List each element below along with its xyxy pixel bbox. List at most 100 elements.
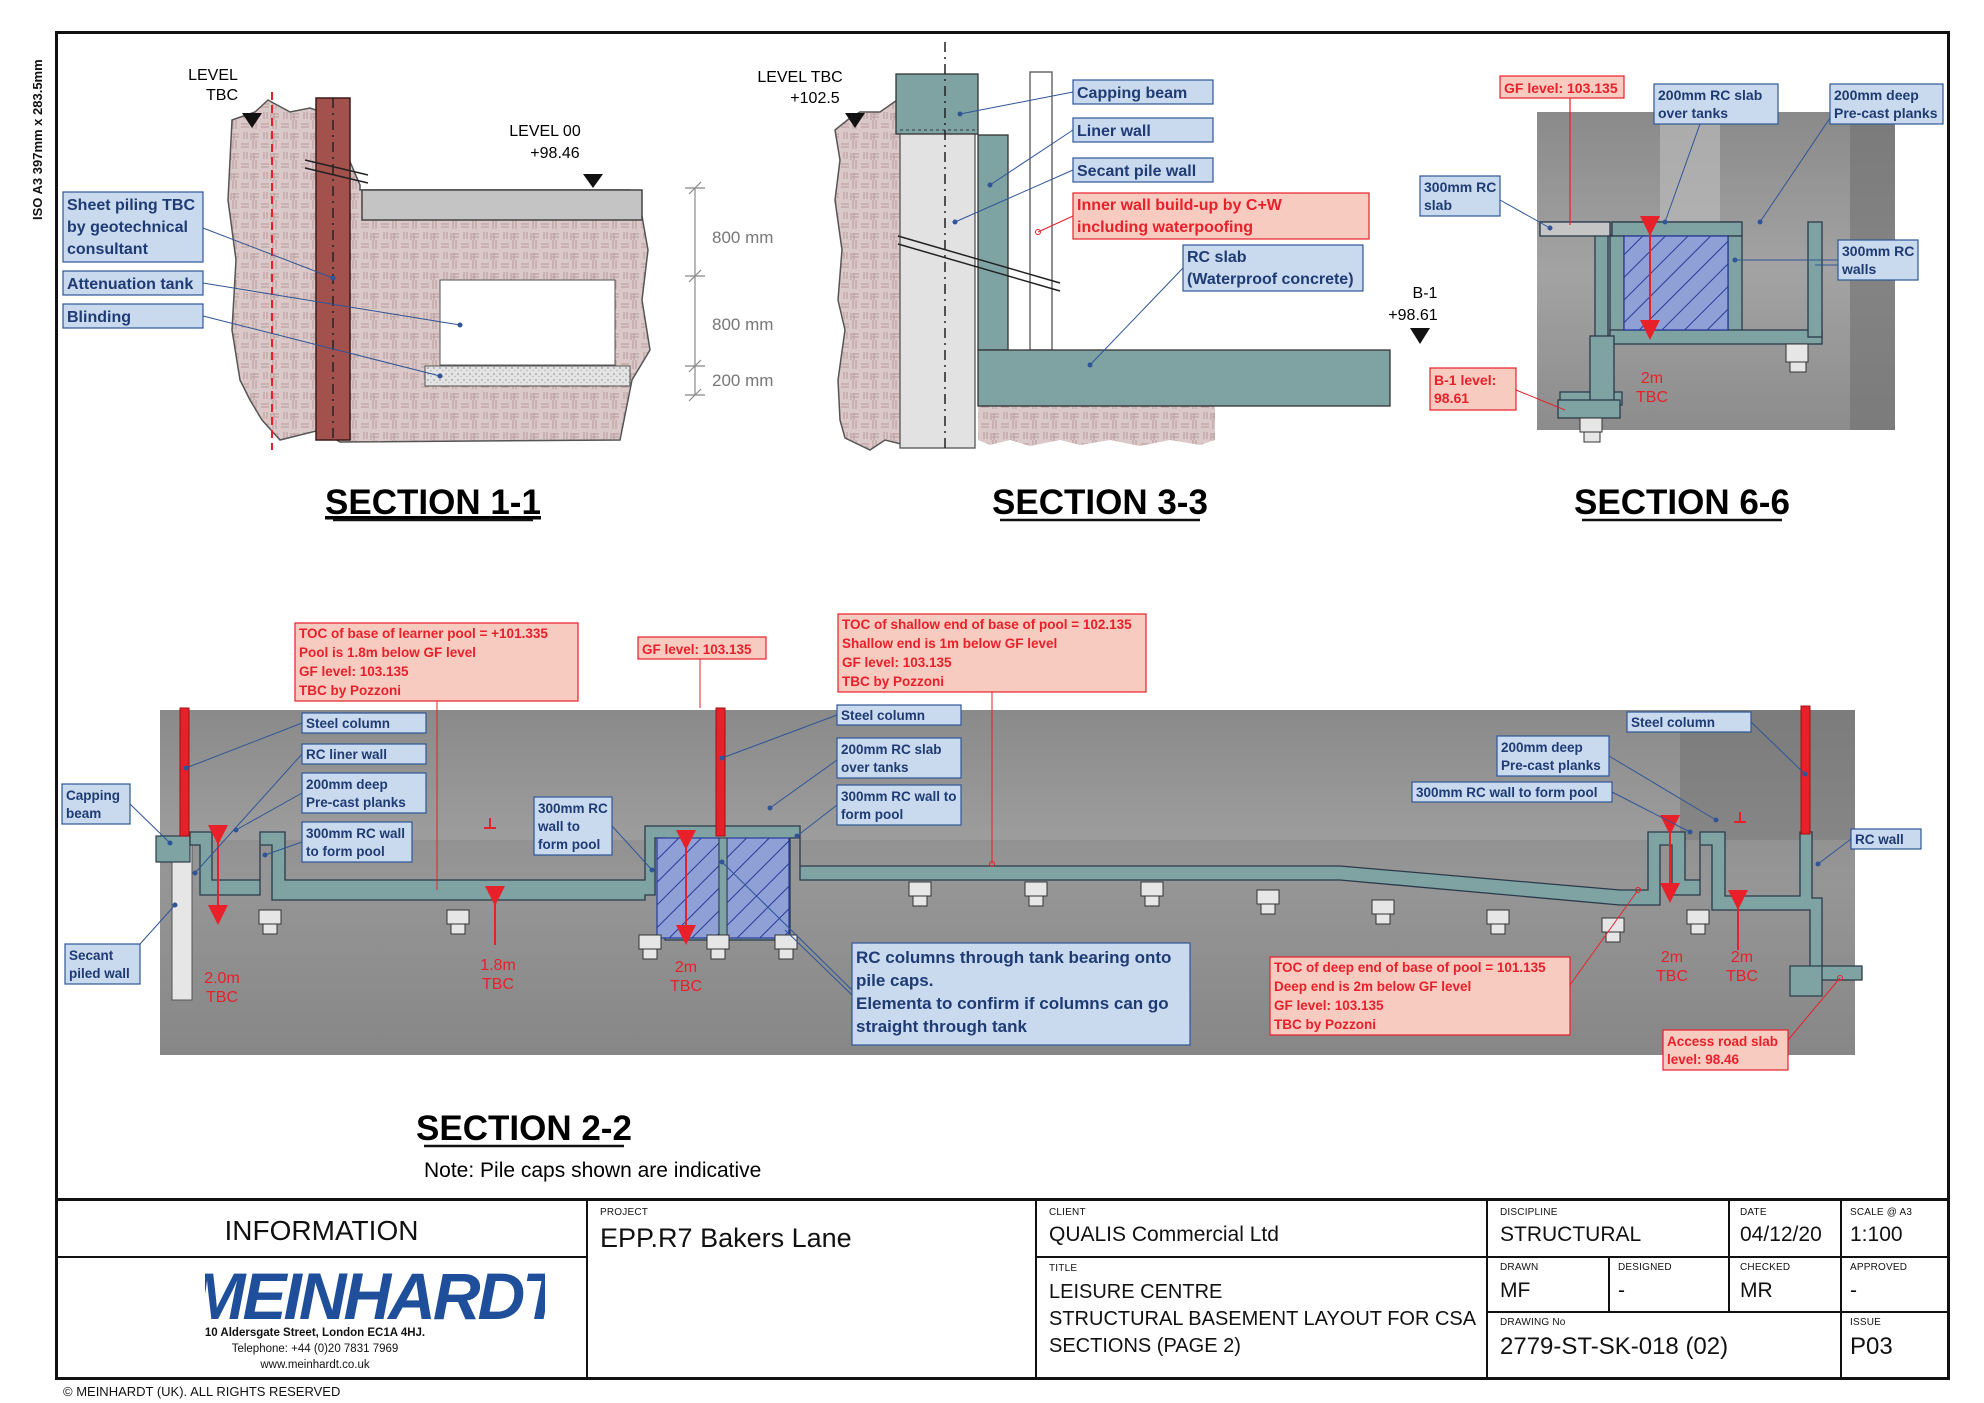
leader-lines (129, 714, 1852, 996)
drawing-number: 2779-ST-SK-018 (02) (1500, 1333, 1729, 1360)
svg-text:walls: walls (1841, 261, 1876, 277)
svg-text:Pre-cast planks: Pre-cast planks (1501, 758, 1601, 773)
svg-text:consultant: consultant (67, 241, 149, 258)
svg-text:RC liner wall: RC liner wall (306, 747, 387, 762)
pile-head (1490, 923, 1506, 935)
section-3-3-title: SECTION 3-3 (992, 483, 1208, 522)
pile-head (912, 895, 928, 907)
tank-void (1623, 235, 1729, 331)
svg-text:straight through tank: straight through tank (856, 1017, 1027, 1036)
drawn-value: MF (1500, 1279, 1531, 1302)
dim-2m-a: 2m (675, 959, 697, 976)
rc-slab (977, 349, 1391, 407)
pile-head (1260, 903, 1276, 915)
section-1-1: LEVEL TBC LEVEL 00 +98.46 800 mm 800 mm … (62, 67, 773, 522)
steel-column-right (1800, 705, 1811, 835)
svg-text:Pool is 1.8m below GF level: Pool is 1.8m below GF level (299, 645, 476, 660)
svg-text:GF level: 103.135: GF level: 103.135 (842, 655, 952, 670)
svg-text:TBC by Pozzoni: TBC by Pozzoni (1274, 1017, 1376, 1032)
break-line (897, 235, 1061, 292)
svg-text:RC slab: RC slab (1187, 249, 1247, 266)
soil-mass (227, 99, 651, 443)
svg-text:Blinding: Blinding (67, 309, 131, 326)
scale-value: 1:100 (1850, 1223, 1903, 1246)
callout-toc-learner: TOC of base of learner pool = +101.335 P… (294, 622, 579, 702)
svg-text:Access road slab: Access road slab (1667, 1034, 1778, 1049)
project-name: EPP.R7 Bakers Lane (600, 1223, 852, 1253)
callout-inner-wall: Inner wall build-up by C+W including wat… (1072, 192, 1370, 240)
inner-wall (1029, 71, 1053, 351)
svg-text:GF level: 103.135: GF level: 103.135 (299, 664, 409, 679)
pile-cap (1140, 881, 1164, 897)
tank-void-2 (726, 837, 790, 939)
pile-head (1690, 923, 1706, 935)
svg-text:300mm RC: 300mm RC (538, 801, 608, 816)
pile-cap (446, 909, 470, 925)
capping-beam (895, 73, 979, 135)
pile-head (1375, 913, 1391, 925)
svg-text:to form pool: to form pool (306, 844, 385, 859)
callout-steel-column-mid: Steel column (836, 704, 962, 726)
svg-text:200mm deep: 200mm deep (1834, 87, 1919, 103)
level-marker-icon (845, 113, 865, 128)
svg-text:GF level: 103.135: GF level: 103.135 (1274, 998, 1384, 1013)
pile-head (450, 923, 466, 935)
pile-cap (1486, 909, 1510, 925)
svg-text:Secant pile wall: Secant pile wall (1077, 163, 1196, 180)
tank-void-1 (656, 837, 720, 939)
svg-text:RC wall: RC wall (1855, 832, 1904, 847)
pile-cap (638, 934, 662, 950)
svg-text:Liner wall: Liner wall (1077, 123, 1151, 140)
drawing-title-2: STRUCTURAL BASEMENT LAYOUT FOR CSA (1049, 1308, 1477, 1330)
callout-300-wall-to-form-pool: 300mm RC wall to form pool (836, 784, 962, 826)
dimension-chain (685, 181, 705, 402)
svg-text:over tanks: over tanks (841, 760, 909, 775)
dim-800-2: 800 mm (712, 315, 773, 334)
callout-secant-pile-wall: Secant pile wall (1072, 157, 1214, 183)
dim-2-0-tbc: TBC (206, 989, 238, 1006)
dim-tbc: TBC (1636, 389, 1668, 406)
callout-300-wall-pool-right: 300mm RC wall to form pool (1411, 781, 1613, 803)
issue-value: P03 (1850, 1333, 1893, 1360)
pile-head (262, 923, 278, 935)
svg-text:MEINHARDT: MEINHARDT (205, 1263, 545, 1327)
dim-2m-b: 2m (1661, 949, 1683, 966)
pile-cap (1579, 417, 1603, 433)
client-name: QUALIS Commercial Ltd (1049, 1223, 1279, 1246)
svg-text:300mm RC: 300mm RC (1424, 179, 1496, 195)
svg-text:Capping beam: Capping beam (1077, 85, 1187, 102)
title-block: INFORMATION MEINHARDT 10 Aldersgate Stre… (55, 1198, 1950, 1380)
callout-precast-planks: 200mm deep Pre-cast planks (1829, 83, 1944, 125)
b1-label: B-1 (1413, 285, 1438, 302)
pile-caps-note: Note: Pile caps shown are indicative (424, 1159, 761, 1182)
callout-sheet-piling: Sheet piling TBC by geotechnical consult… (62, 191, 204, 263)
level-tbc-label-1: LEVEL (188, 67, 238, 84)
callout-gf-level: GF level: 103.135 (1499, 75, 1625, 99)
pile-head (1144, 895, 1160, 907)
svg-text:piled wall: piled wall (69, 966, 130, 981)
company-telephone: Telephone: +44 (0)20 7831 7969 (231, 1343, 399, 1355)
drawing-sheet-border (55, 31, 1950, 1380)
callout-200-slab-tanks: 200mm RC slab over tanks (1653, 83, 1779, 125)
capping-beam (155, 835, 191, 863)
svg-text:TOC of base of learner pool =: TOC of base of learner pool = +101.335 (299, 626, 548, 641)
svg-text:Attenuation tank: Attenuation tank (67, 276, 193, 293)
callout-rc-columns-through-tank: RC columns through tank bearing onto pil… (851, 942, 1191, 1046)
level-marker-icon (583, 174, 603, 188)
pile-head (1605, 931, 1621, 943)
svg-text:Elementa to confirm if columns: Elementa to confirm if columns can go (856, 994, 1169, 1013)
callout-rc-wall: RC wall (1850, 828, 1922, 850)
pile-head (710, 948, 726, 960)
level-marker-icon (1410, 328, 1430, 344)
approved-value: - (1850, 1279, 1857, 1302)
callout-capping-beam: Capping beam (61, 783, 131, 825)
svg-text:300mm RC wall: 300mm RC wall (306, 826, 405, 841)
callout-steel-column-right: Steel column (1626, 711, 1752, 733)
dim-1-8-tbc: TBC (482, 976, 514, 993)
svg-text:wall to: wall to (537, 819, 580, 834)
svg-text:slab: slab (1424, 197, 1452, 213)
leader-lines (202, 227, 463, 379)
svg-text:level: 98.46: level: 98.46 (1667, 1052, 1740, 1067)
svg-text:TOC of deep end of base of poo: TOC of deep end of base of pool = 101.13… (1274, 960, 1546, 975)
